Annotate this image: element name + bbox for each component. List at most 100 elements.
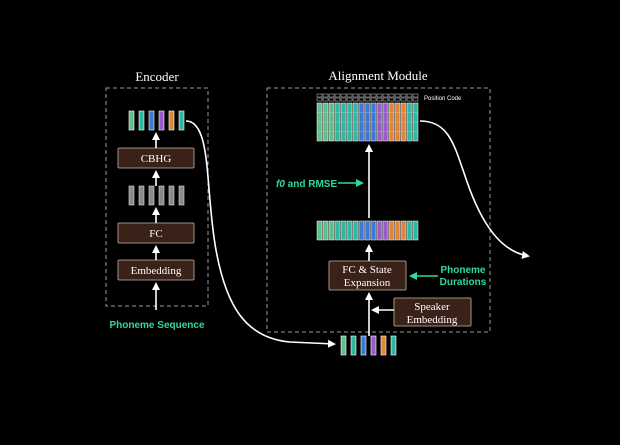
encoder-hidden-vector — [128, 185, 185, 206]
align-in-cell-5 — [380, 335, 387, 356]
enc-out-cell-4 — [158, 110, 165, 131]
position-code-cell — [370, 97, 377, 102]
position-code-cell — [340, 93, 347, 98]
enc-out-cell-2 — [138, 110, 145, 131]
position-code-cell — [376, 93, 383, 98]
alignment-title: Alignment Module — [328, 68, 428, 83]
mid-seq-cell-9 — [364, 220, 371, 241]
top-seq-cell-14 — [394, 102, 401, 142]
top-seq-cell-15 — [400, 102, 407, 142]
arrow-alignment-output — [419, 120, 530, 259]
fc-state-line2: Expansion — [344, 277, 391, 289]
mid-seq-cell-3 — [328, 220, 335, 241]
alignment-input-vector — [340, 335, 397, 356]
position-code-cell — [388, 97, 395, 102]
align-in-cell-2 — [350, 335, 357, 356]
position-code-cell — [358, 97, 365, 102]
enc-out-cell-6 — [178, 110, 185, 131]
position-code-cell — [412, 97, 419, 102]
enc-out-cell-3 — [148, 110, 155, 131]
position-code-cell — [376, 97, 383, 102]
position-code-cell — [322, 93, 329, 98]
mid-seq-cell-13 — [388, 220, 395, 241]
position-code-cell — [388, 93, 395, 98]
top-seq-cell-17 — [412, 102, 419, 142]
top-seq-cell-12 — [382, 102, 389, 142]
enc-hid-cell-6 — [178, 185, 185, 206]
position-code-cell — [394, 93, 401, 98]
position-code-cell — [352, 97, 359, 102]
mid-seq-cell-1 — [316, 220, 323, 241]
top-seq-cell-10 — [370, 102, 377, 142]
enc-hid-cell-2 — [138, 185, 145, 206]
align-in-cell-1 — [340, 335, 347, 356]
position-code-cell — [352, 93, 359, 98]
position-code-cell — [364, 97, 371, 102]
mid-seq-cell-16 — [406, 220, 413, 241]
position-code-cell — [316, 97, 323, 102]
position-code-cell — [382, 93, 389, 98]
top-seq-cell-4 — [334, 102, 341, 142]
mid-seq-cell-14 — [394, 220, 401, 241]
enc-hid-cell-5 — [168, 185, 175, 206]
position-code-cell — [382, 97, 389, 102]
position-code-cell — [406, 93, 413, 98]
top-seq-cell-1 — [316, 102, 323, 142]
position-code-cell — [328, 93, 335, 98]
mid-seq-cell-10 — [370, 220, 377, 241]
cbhg-label: CBHG — [141, 153, 172, 165]
expanded-state-sequence — [316, 220, 419, 241]
mid-seq-cell-7 — [352, 220, 359, 241]
mid-seq-cell-8 — [358, 220, 365, 241]
enc-hid-cell-4 — [158, 185, 165, 206]
embedding-label: Embedding — [131, 265, 182, 277]
position-code-cell — [316, 93, 323, 98]
top-seq-cell-6 — [346, 102, 353, 142]
position-code-cell — [400, 93, 407, 98]
enc-hid-cell-3 — [148, 185, 155, 206]
position-code-cell — [364, 93, 371, 98]
fc-block: FC — [117, 222, 195, 244]
position-code-cell — [322, 97, 329, 102]
mid-seq-cell-5 — [340, 220, 347, 241]
top-seq-cell-2 — [322, 102, 329, 142]
alignment-frame — [266, 87, 491, 333]
encoder-title: Encoder — [135, 69, 179, 84]
cbhg-block: CBHG — [117, 147, 195, 169]
expanded-output-sequence — [316, 102, 419, 142]
f0-label: f0 and RMSE — [276, 179, 337, 190]
phoneme-durations-line1: Phoneme — [440, 265, 485, 276]
encoder-frame — [105, 87, 209, 307]
position-code-cell — [346, 93, 353, 98]
mid-seq-cell-2 — [322, 220, 329, 241]
position-code-cell — [328, 97, 335, 102]
mid-seq-cell-12 — [382, 220, 389, 241]
phoneme-durations-line2: Durations — [440, 277, 487, 288]
top-seq-cell-16 — [406, 102, 413, 142]
top-seq-cell-7 — [352, 102, 359, 142]
mid-seq-cell-6 — [346, 220, 353, 241]
top-seq-cell-3 — [328, 102, 335, 142]
top-seq-cell-11 — [376, 102, 383, 142]
align-in-cell-3 — [360, 335, 367, 356]
top-seq-cell-9 — [364, 102, 371, 142]
position-code-cell — [394, 97, 401, 102]
position-code-cell — [334, 97, 341, 102]
embedding-block: Embedding — [117, 259, 195, 281]
position-code-cell — [358, 93, 365, 98]
position-code-cell — [412, 93, 419, 98]
enc-hid-cell-1 — [128, 185, 135, 206]
position-code-cell — [340, 97, 347, 102]
arrow-encoder-to-alignment — [185, 120, 336, 348]
speaker-line2: Embedding — [407, 314, 458, 326]
top-seq-cell-5 — [340, 102, 347, 142]
mid-seq-cell-11 — [376, 220, 383, 241]
position-code-cell — [346, 97, 353, 102]
top-seq-cell-13 — [388, 102, 395, 142]
phoneme-sequence-label: Phoneme Sequence — [109, 320, 204, 331]
position-code-cell — [400, 97, 407, 102]
position-code-cell — [406, 97, 413, 102]
mid-seq-cell-15 — [400, 220, 407, 241]
fc-state-line1: FC & State — [342, 264, 392, 276]
